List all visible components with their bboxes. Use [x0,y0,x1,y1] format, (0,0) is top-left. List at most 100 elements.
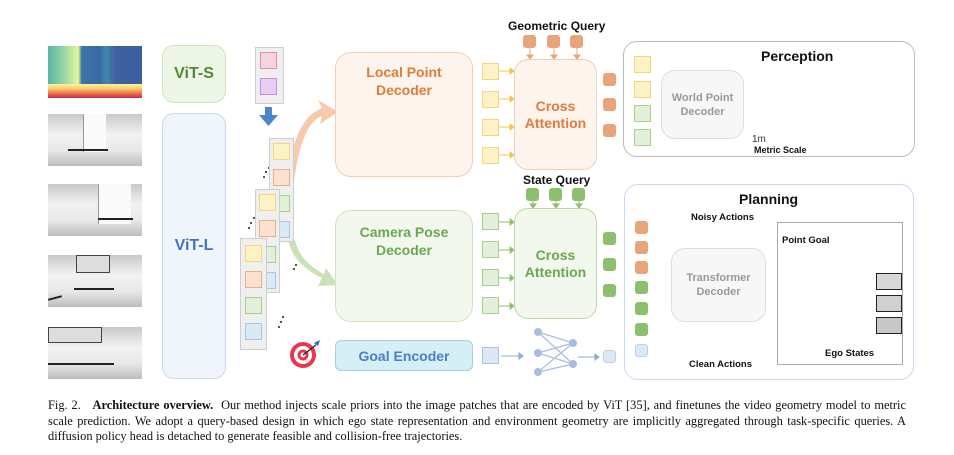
geometry-output-token [603,124,616,137]
local-point-decoder: Local Point Decoder [335,52,473,177]
depth-floor-band [48,84,142,98]
input-frame-4 [48,327,142,379]
camera-pose-decoder-label: Camera Pose Decoder [359,224,449,258]
caption-body: Our method injects scale priors into the… [48,398,906,444]
point-goal-label: Point Goal [782,235,830,246]
local-point-decoder-label: Local Point Decoder [366,64,442,98]
state-query-arrows [529,198,583,209]
input-frame-2 [48,184,142,236]
perception-token-green [634,105,651,122]
vit-s-encoder: ViT-S [162,45,226,103]
state-query-token [549,188,562,201]
vit-l-encoder: ViT-L [162,113,226,379]
perception-panel: Perception World Point Decoder 1m Metric… [623,41,915,157]
frame-baseboard [98,218,133,220]
token-yellow [273,143,290,160]
curved-arrow-local-point [288,100,338,182]
metric-scale-label: Metric Scale [754,145,807,155]
target-goal-icon [290,340,320,368]
geometric-query-label: Geometric Query [508,19,606,33]
pose-feature-token [482,213,499,230]
caption-title: Architecture overview. [92,398,214,412]
frame-baseboard [48,363,114,365]
perception-title: Perception [761,48,834,64]
planning-geometry-token [635,261,648,274]
planning-state-token [635,281,648,294]
perception-token-yellow [634,56,651,73]
state-output-token [603,284,616,297]
scale-value-label: 1m [752,134,766,145]
perception-token-green [634,129,651,146]
planning-geometry-token [635,221,648,234]
token-yellow [245,245,262,262]
frame-picture [48,327,102,343]
state-output-token [603,258,616,271]
vit-s-label: ViT-S [174,65,214,82]
state-output-token [603,232,616,245]
geometric-query-token [570,35,583,48]
prior-token-purple [260,78,277,95]
goal-encoder: Goal Encoder [335,340,473,371]
token-orange [273,169,290,186]
green-token-arrows [499,218,515,310]
token-yellow [259,194,276,211]
mlp-network-icon [534,328,577,376]
perception-token-yellow [634,81,651,98]
goal-output-token [603,350,616,363]
local-feature-token [482,63,499,80]
frame-wall [98,184,131,224]
goal-encoder-label: Goal Encoder [358,347,450,364]
goal-path-arrows [501,352,600,361]
ego-state-view-2 [876,295,902,312]
down-arrow-icon [259,107,278,126]
pose-feature-token [482,241,499,258]
planning-state-token [635,302,648,315]
noisy-actions-label: Noisy Actions [691,212,754,223]
planning-geometry-token [635,241,648,254]
planning-panel: Planning Noisy Actions Transformer Decod… [624,184,914,380]
token-orange [245,271,262,288]
cross-attention-geometry-label: Cross Attention [524,97,587,131]
pose-feature-token [482,297,499,314]
yellow-token-arrows [499,67,515,159]
input-frame-1 [48,114,142,166]
ego-state-view-3 [876,317,902,334]
state-query-token [526,188,539,201]
world-point-decoder-label: World Point Decoder [671,91,734,118]
world-point-decoder: World Point Decoder [661,70,744,139]
cross-attention-state: Cross Attention [514,208,597,319]
planning-map-frame [777,222,903,365]
planning-goal-token [635,344,648,357]
ellipsis-dots [248,167,297,328]
prior-token-pink [260,52,277,69]
token-blue [245,323,262,340]
transformer-decoder-label: Transformer Decoder [686,272,751,298]
geometric-query-arrows [526,48,581,60]
geometric-query-token [523,35,536,48]
transformer-decoder: Transformer Decoder [671,248,766,322]
scale-prior-tokens [255,47,284,104]
caption-fig-number: Fig. 2. [48,398,81,412]
vit-l-label: ViT-L [174,237,214,254]
depth-prior-image [48,46,142,98]
state-query-label: State Query [523,173,591,187]
cross-attention-geometry: Cross Attention [514,59,597,170]
state-query-token [572,188,585,201]
planning-state-token [635,323,648,336]
frame-baseboard [74,288,114,290]
ego-states-label: Ego States [825,348,875,359]
figure-caption: Fig. 2. Architecture overview. Our metho… [48,398,906,445]
local-feature-token [482,91,499,108]
geometry-output-token [603,73,616,86]
planning-title: Planning [739,191,799,207]
clean-actions-label: Clean Actions [689,359,752,370]
pose-feature-token [482,269,499,286]
local-feature-token [482,147,499,164]
local-feature-token [482,119,499,136]
ego-state-view-1 [876,273,902,290]
goal-feature-token [482,347,499,364]
curved-arrow-camera-pose [288,240,338,286]
geometry-output-token [603,98,616,111]
input-frame-3 [48,255,142,307]
frame-baseboard [68,149,108,151]
